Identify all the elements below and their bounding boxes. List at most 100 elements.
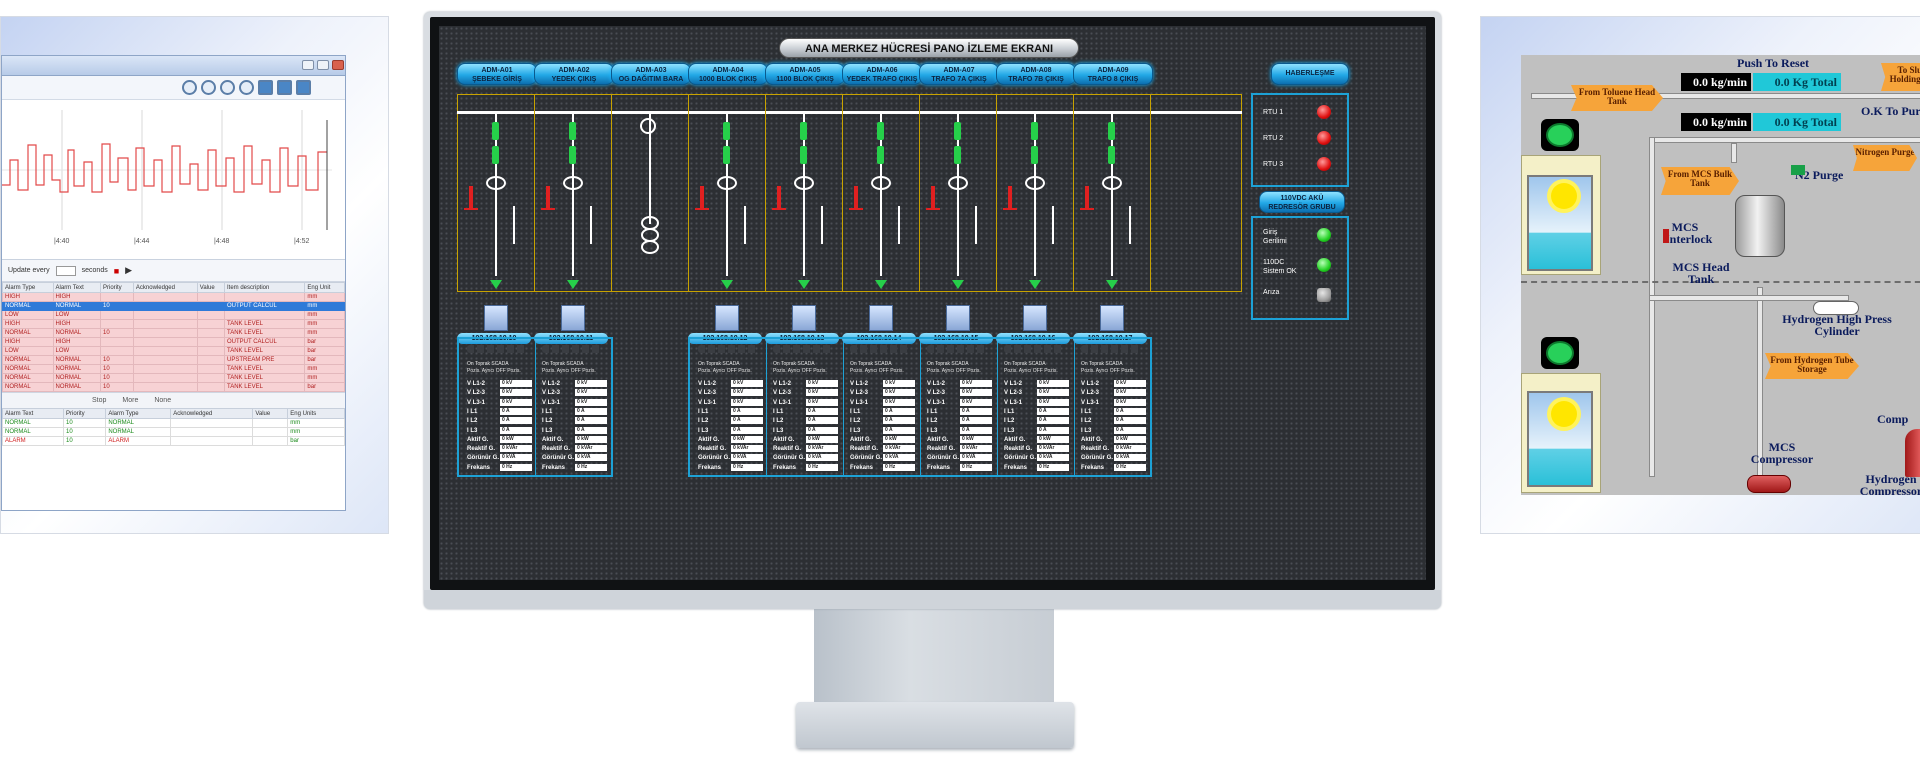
table-cell (170, 418, 254, 428)
measurement-label: I L1 (1004, 408, 1015, 415)
column-header[interactable]: Alarm Text (52, 282, 101, 293)
zoom-in-icon[interactable] (182, 80, 197, 95)
column-header[interactable]: Priority (62, 408, 107, 419)
column-header[interactable]: Value (196, 282, 226, 293)
device-icon[interactable] (869, 305, 893, 331)
breaker-icon[interactable] (492, 122, 499, 140)
earth-switch-icon[interactable] (541, 186, 555, 210)
earth-switch-icon[interactable] (1003, 186, 1017, 210)
mcs-compressor[interactable] (1747, 475, 1791, 493)
hydrogen-compressor[interactable] (1905, 429, 1920, 477)
pen-icon[interactable] (258, 80, 273, 95)
zoom-y-icon[interactable] (239, 80, 254, 95)
breaker-icon[interactable] (1108, 122, 1115, 140)
device-icon[interactable] (1100, 305, 1124, 331)
push-to-reset-label[interactable]: Push To Reset (1737, 56, 1810, 70)
print-icon[interactable] (296, 80, 311, 95)
disconnector-icon[interactable] (877, 146, 884, 164)
column-header[interactable]: Value (252, 408, 289, 419)
earth-switch-icon[interactable] (1080, 186, 1094, 210)
disconnector-icon[interactable] (1108, 146, 1115, 164)
earth-switch-icon[interactable] (772, 186, 786, 210)
play-icon[interactable]: ▶ (125, 265, 133, 275)
breaker-icon[interactable] (569, 122, 576, 140)
column-header[interactable]: Alarm Type (2, 282, 54, 293)
minimize-button[interactable] (302, 60, 314, 70)
device-icon[interactable] (484, 305, 508, 331)
earth-switch-icon[interactable] (849, 186, 863, 210)
earth-switch-icon[interactable] (464, 186, 478, 210)
device-icon[interactable] (1023, 305, 1047, 331)
device-icon[interactable] (792, 305, 816, 331)
breaker-icon[interactable] (723, 122, 730, 140)
hydrogen-cylinder[interactable] (1813, 301, 1859, 315)
trend-chart[interactable]: |4:40 |4:44 |4:48 |4:52 (2, 100, 345, 260)
status-indicator-top[interactable] (1541, 119, 1579, 151)
mcs-head-tank[interactable] (1735, 195, 1785, 257)
column-header[interactable]: Alarm Type (105, 408, 172, 419)
device-icon[interactable] (561, 305, 585, 331)
disconnector-icon[interactable] (723, 146, 730, 164)
zoom-out-icon[interactable] (201, 80, 216, 95)
battery-charger-button[interactable]: 110VDC AKÜ REDRESÖR GRUBU (1259, 191, 1345, 213)
chart-icon[interactable] (277, 80, 292, 95)
disconnector-icon[interactable] (492, 146, 499, 164)
stop-icon[interactable]: ■ (113, 265, 120, 276)
pager-stop[interactable]: Stop (92, 397, 107, 404)
column-header[interactable]: Item description (223, 282, 306, 293)
interlock-valve-icon[interactable] (1663, 229, 1669, 243)
pager-none[interactable]: None (154, 397, 172, 404)
n2-valve-icon[interactable] (1791, 165, 1805, 175)
earth-switch-icon[interactable] (695, 186, 709, 210)
column-header[interactable]: Acknowledged (170, 408, 254, 419)
communication-button[interactable]: HABERLEŞME (1271, 63, 1349, 85)
column-header[interactable]: Acknowledged (132, 282, 198, 293)
pager-more[interactable]: More (122, 397, 139, 404)
device-icon[interactable] (946, 305, 970, 331)
close-button[interactable] (332, 60, 344, 70)
column-header[interactable]: Priority (99, 282, 134, 293)
device-icon[interactable] (715, 305, 739, 331)
column-header[interactable]: Alarm Text (2, 408, 64, 419)
breaker-icon[interactable] (800, 122, 807, 140)
breaker-icon[interactable] (877, 122, 884, 140)
column-header[interactable]: Eng Units (287, 408, 345, 419)
maximize-button[interactable] (317, 60, 329, 70)
breaker-icon[interactable] (954, 122, 961, 140)
disconnector-icon[interactable] (569, 146, 576, 164)
trend-svg (2, 110, 332, 230)
disconnector-icon[interactable] (800, 146, 807, 164)
status-indicator-bottom[interactable] (1541, 337, 1579, 369)
zoom-x-icon[interactable] (220, 80, 235, 95)
disconnector-icon[interactable] (954, 146, 961, 164)
earth-switch-icon[interactable] (926, 186, 940, 210)
column-header[interactable]: Eng Unit (304, 282, 345, 293)
breaker-icon[interactable] (1031, 122, 1038, 140)
disconnector-icon[interactable] (1031, 146, 1038, 164)
update-interval-input[interactable] (55, 265, 76, 276)
